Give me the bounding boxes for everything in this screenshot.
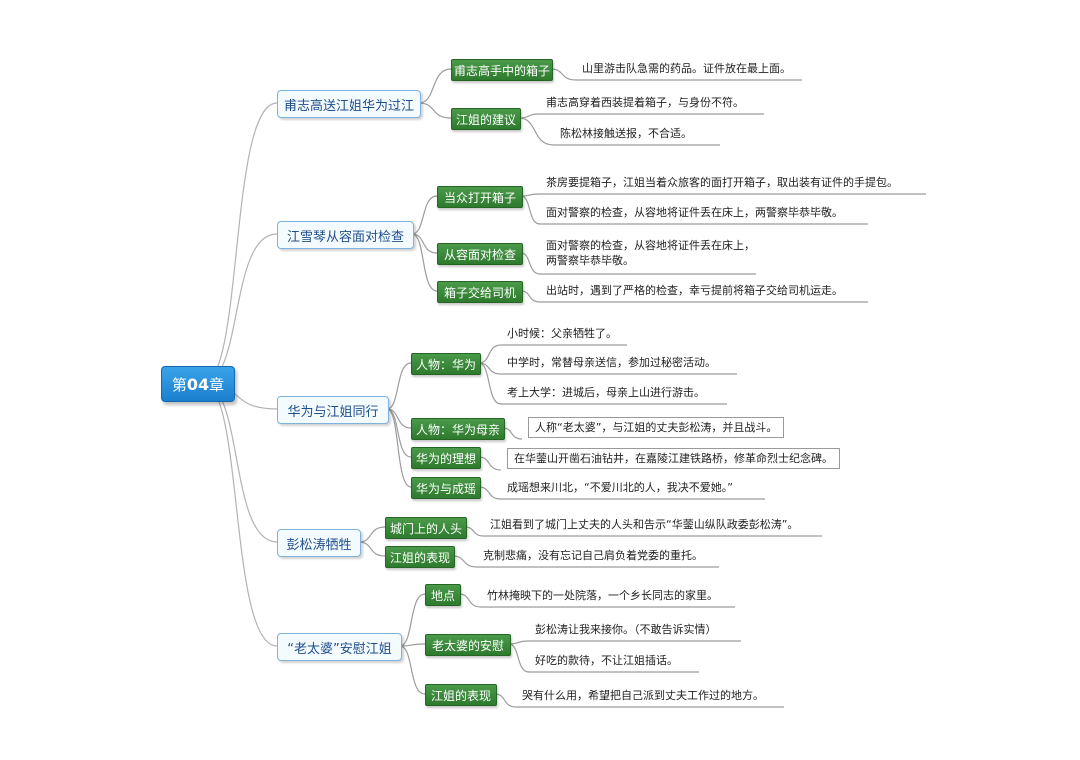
leaf-text: 在华蓥山开凿石油钻井，在嘉陵江建铁路桥，修革命烈士纪念碑。 <box>507 448 840 469</box>
connector-line <box>386 408 412 458</box>
root-prefix: 第 <box>171 375 187 394</box>
connector-line <box>399 645 426 695</box>
connector-line <box>520 195 541 225</box>
connector-line <box>464 526 485 537</box>
subtopic-node[interactable]: 华为与成瑶 <box>411 477 481 499</box>
connector-line <box>358 526 386 543</box>
connector-line <box>452 555 478 568</box>
connector-line <box>386 362 412 410</box>
subtopic-node[interactable]: 地点 <box>425 584 461 606</box>
connector-line <box>399 593 426 647</box>
connector-line <box>418 68 452 104</box>
leaf-text: 甫志高穿着西装提着箱子，与身份不符。 <box>546 96 744 109</box>
connector-line <box>418 102 452 119</box>
connector-line <box>202 233 278 384</box>
leaf-text: 考上大学：进城后，母亲上山进行游击。 <box>507 386 705 399</box>
root-suffix: 章 <box>209 375 225 394</box>
connector-line <box>478 486 502 500</box>
connector-line <box>520 290 541 303</box>
leaf-text: 克制悲痛，没有忘记自己肩负着党委的重托。 <box>483 549 703 562</box>
leaf-text: 彭松涛让我来接你。（不敢告诉实情） <box>535 623 717 636</box>
leaf-text: 人称“老太婆”，与江姐的丈夫彭松涛，并且战斗。 <box>528 417 785 438</box>
subtopic-node[interactable]: 华为的理想 <box>411 447 481 469</box>
subtopic-node[interactable]: 老太婆的安慰 <box>425 634 511 656</box>
leaf-text: 茶房要提箱子，江姐当着众旅客的面打开箱子，取出装有证件的手提包。 <box>546 176 898 189</box>
leaf-text: 哭有什么用，希望把自己派到丈夫工作过的地方。 <box>522 689 764 702</box>
subtopic-node[interactable]: 从容面对检查 <box>437 243 523 265</box>
connector-line <box>202 382 278 543</box>
leaf-text: 面对警察的检查，从容地将证件丢在床上，两警察毕恭毕敬。 <box>546 239 755 267</box>
topic-node[interactable]: 江雪琴从容面对检查 <box>277 221 414 249</box>
leaf-text: 中学时，常替母亲送信，参加过秘密活动。 <box>507 356 716 369</box>
subtopic-node[interactable]: 箱子交给司机 <box>437 281 523 303</box>
connector-line <box>458 593 482 608</box>
leaf-text: 成瑶想来川北，“不爱川北的人，我决不爱她。” <box>507 481 733 494</box>
connector-line <box>508 643 530 673</box>
subtopic-node[interactable]: 江姐的建议 <box>451 108 521 130</box>
leaf-text: 竹林掩映下的一处院落，一个乡长同志的家里。 <box>487 589 718 602</box>
subtopic-node[interactable]: 江姐的表现 <box>385 546 455 568</box>
leaf-text: 出站时，遇到了严格的检查，幸亏提前将箱子交给司机运走。 <box>546 284 843 297</box>
subtopic-node[interactable]: 江姐的表现 <box>425 684 497 706</box>
connector-line <box>386 408 412 488</box>
connector-line <box>478 362 502 405</box>
leaf-text: 面对警察的检查，从容地将证件丢在床上，两警察毕恭毕敬。 <box>546 206 843 219</box>
topic-node[interactable]: “老太婆”安慰江姐 <box>277 633 402 661</box>
connector-line <box>478 344 502 364</box>
connector-line <box>550 68 577 81</box>
leaf-text: 江姐看到了城门上丈夫的人头和告示“华蓥山纵队政委彭松涛”。 <box>490 518 799 531</box>
topic-node[interactable]: 彭松涛牺牲 <box>277 529 361 557</box>
connector-line <box>202 102 278 384</box>
leaf-text: 小时候：父亲牺牲了。 <box>507 327 617 340</box>
subtopic-node[interactable]: 城门上的人头 <box>385 517 467 539</box>
connector-line <box>478 456 502 471</box>
connector-line <box>411 195 438 235</box>
topic-node[interactable]: 华为与江姐同行 <box>277 396 389 424</box>
leaf-text: 好吃的款待，不让江姐插话。 <box>535 654 678 667</box>
connector-line <box>358 541 386 557</box>
connector-line <box>518 113 541 119</box>
connector-line <box>411 233 438 292</box>
connector-line <box>502 427 523 440</box>
connector-line <box>518 117 555 146</box>
topic-node[interactable]: 甫志高送江姐华为过江 <box>277 90 421 118</box>
subtopic-node[interactable]: 人物：华为 <box>411 353 481 375</box>
connector-line <box>520 252 541 275</box>
connector-line <box>202 382 278 647</box>
subtopic-node[interactable]: 甫志高手中的箱子 <box>451 59 553 81</box>
leaf-text: 陈松林接触送报，不合适。 <box>560 127 692 140</box>
subtopic-node[interactable]: 当众打开箱子 <box>437 186 523 208</box>
subtopic-node[interactable]: 人物：华为母亲 <box>411 418 505 440</box>
leaf-text: 山里游击队急需的药品。证件放在最上面。 <box>582 62 791 75</box>
root-number: 04 <box>186 374 210 394</box>
connector-line <box>508 640 530 645</box>
connector-line <box>411 233 438 254</box>
connector-line <box>494 693 517 708</box>
connector-line <box>520 193 541 197</box>
connector-line <box>399 643 426 647</box>
